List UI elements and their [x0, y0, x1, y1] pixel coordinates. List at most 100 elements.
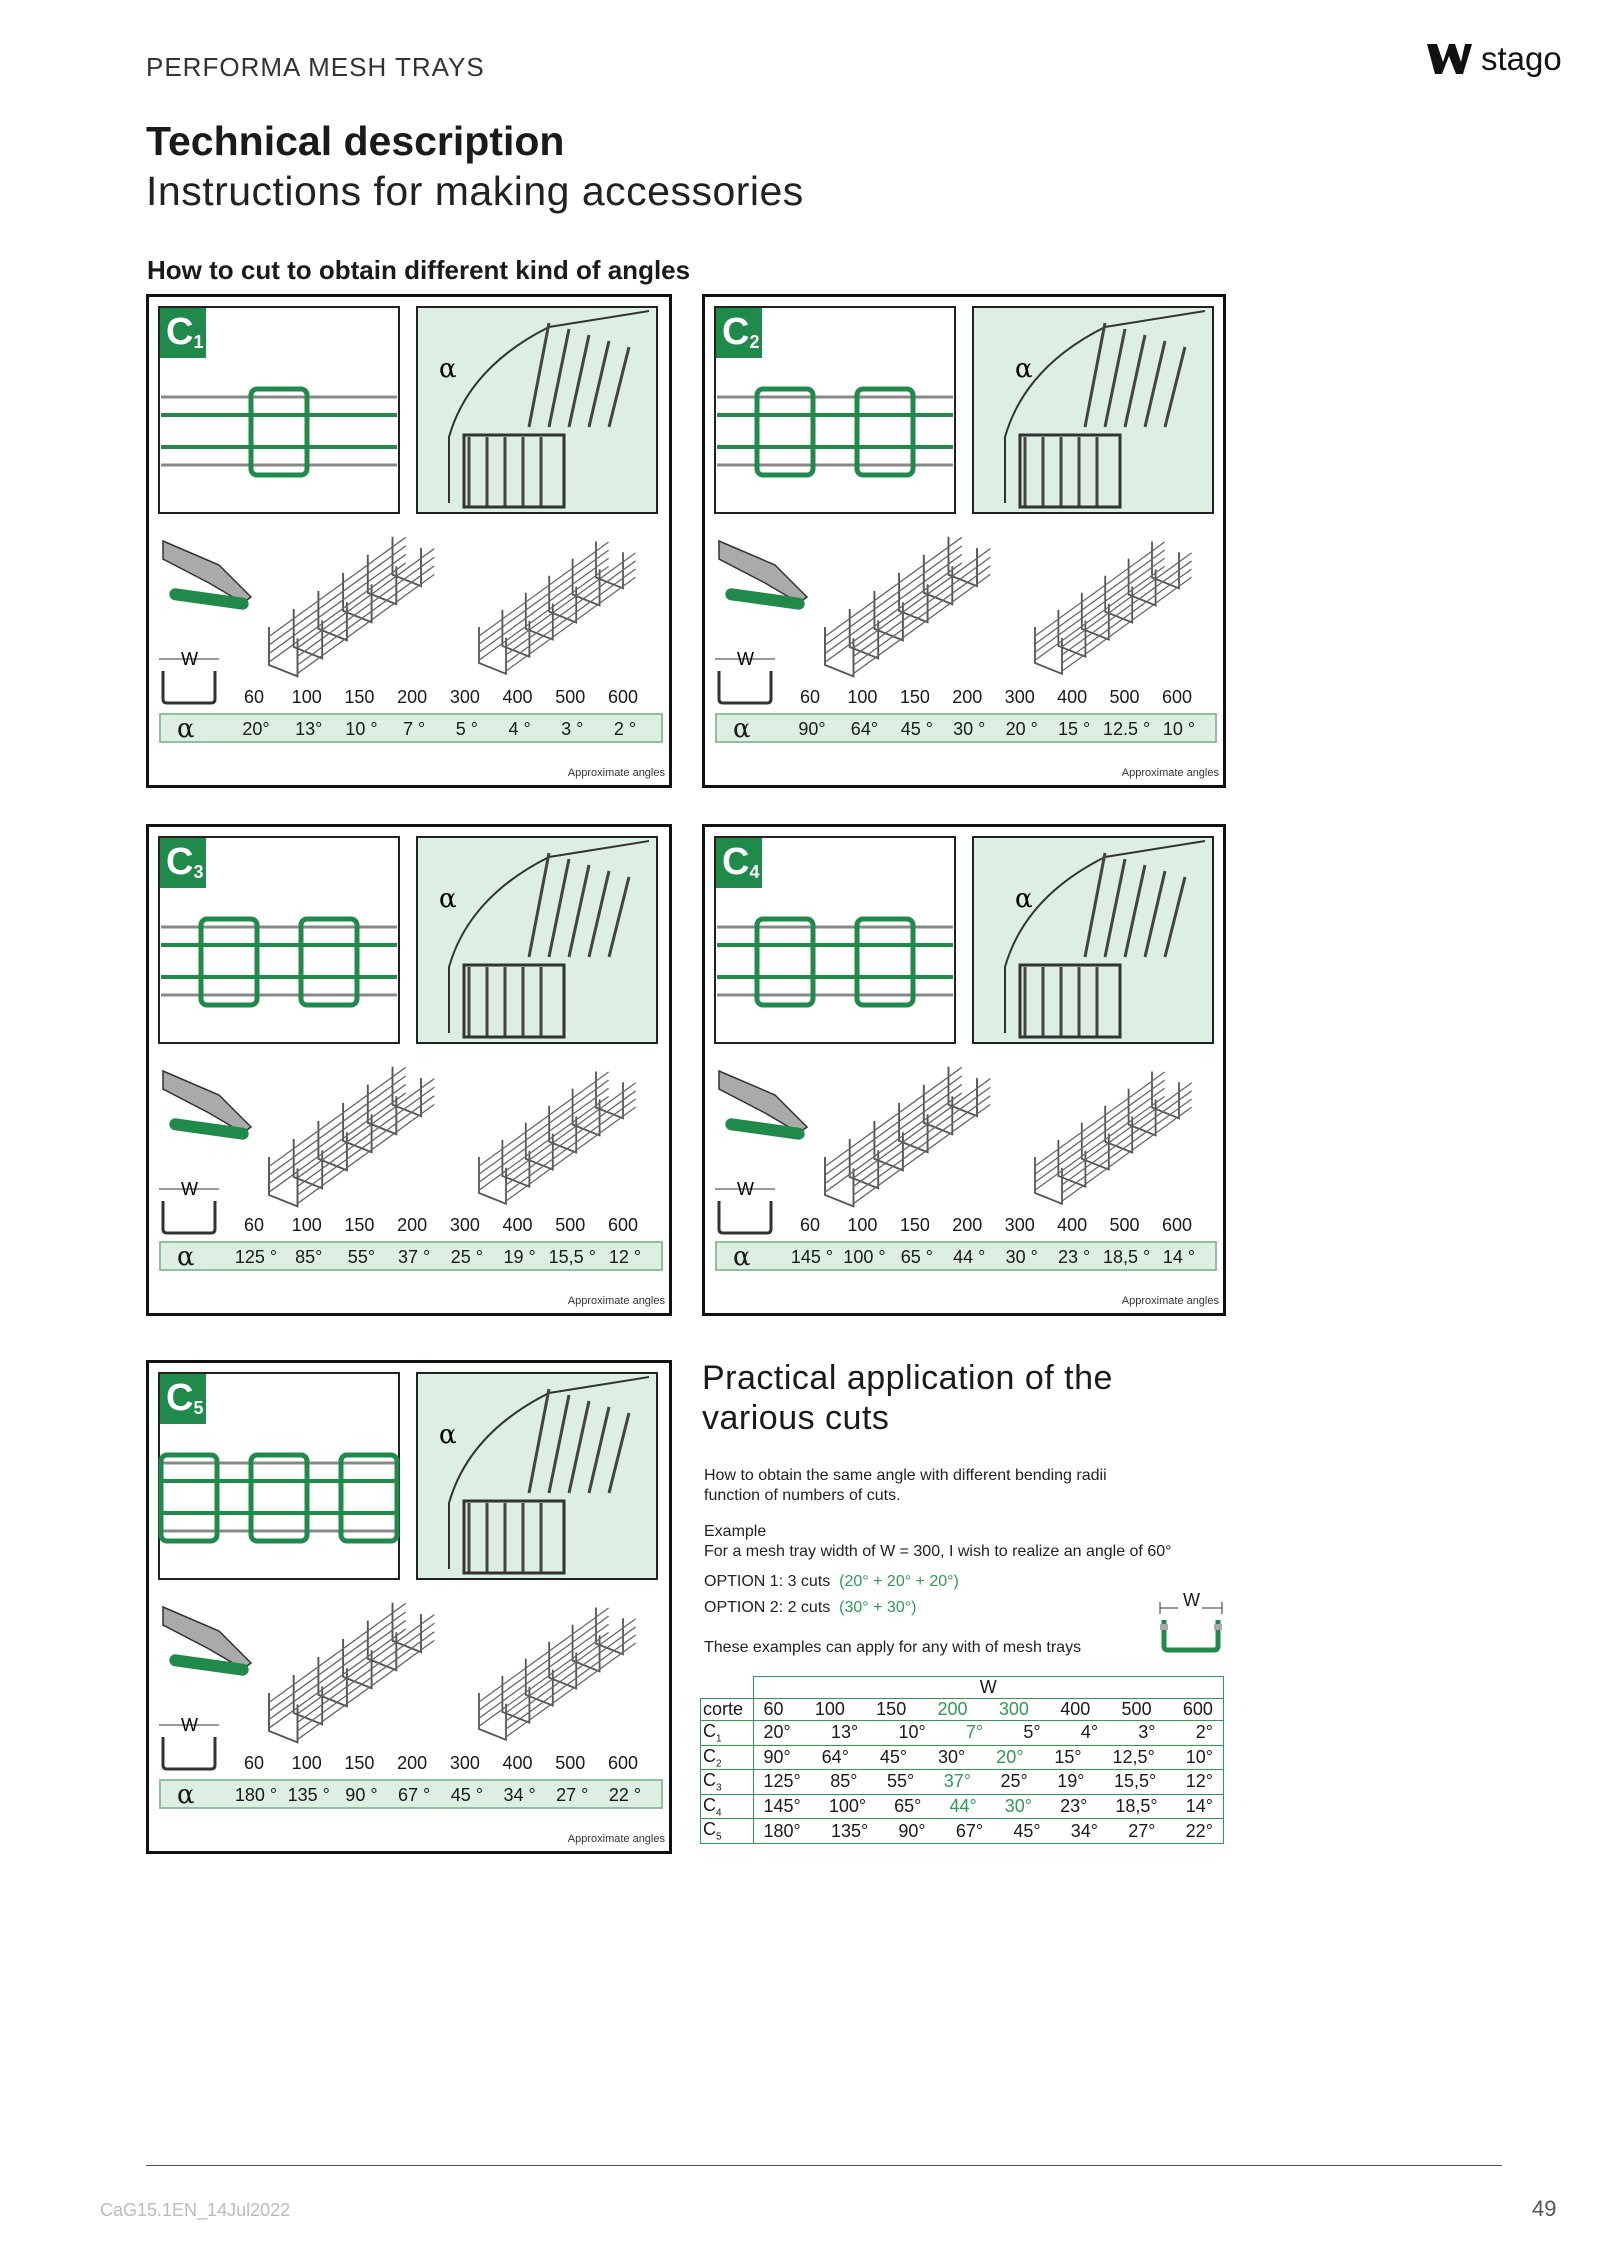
width-value: 150: [899, 687, 930, 707]
table-angle-value: 85°: [830, 1771, 858, 1792]
angle-value: 100 °: [843, 1247, 886, 1267]
table-cut-code: C1: [700, 1720, 754, 1746]
width-value: 100: [291, 1753, 322, 1773]
table-angle-value: 34°: [1070, 1820, 1098, 1841]
badge-letter: C: [722, 841, 750, 883]
practical-title-line2: various cuts: [702, 1399, 890, 1437]
alpha-label: α: [177, 714, 195, 744]
width-value: 200: [397, 687, 428, 707]
table-angle-value: 19°: [1057, 1771, 1085, 1792]
cut-letter: C: [703, 1819, 716, 1840]
angle-value: 37 °: [398, 1247, 431, 1267]
table-angle-value: 22°: [1185, 1820, 1213, 1841]
angle-value: 145 °: [790, 1247, 834, 1267]
table-angle-value: 5°: [1023, 1722, 1041, 1743]
width-value: 600: [607, 1215, 639, 1235]
width-value: 100: [291, 687, 322, 707]
table-angle-value: 15°: [1054, 1746, 1082, 1767]
badge-index: 4: [749, 862, 760, 882]
table-angle-value: 25°: [1000, 1771, 1028, 1792]
cut-marker: [248, 1452, 310, 1544]
width-symbol: W: [1183, 1590, 1200, 1610]
badge-letter: C: [166, 841, 194, 883]
table-angle-value: 44°: [949, 1796, 977, 1817]
badge-letter: C: [166, 311, 194, 353]
width-value: 200: [952, 1215, 983, 1235]
option2-label: OPTION 2: 2 cuts: [704, 1599, 831, 1616]
table-angle-value: 65°: [894, 1796, 922, 1817]
intro-line2: function of numbers of cuts.: [704, 1487, 901, 1504]
table-angle-value: 55°: [887, 1771, 915, 1792]
angle-value: 10 °: [1162, 719, 1196, 739]
cut-marker: [198, 916, 260, 1008]
tray-perspective-left: [268, 536, 435, 678]
cut-marker: [854, 916, 916, 1008]
logo-wordmark: stago: [1481, 40, 1562, 77]
cut-letter: C: [703, 1745, 716, 1766]
example-label: Example: [704, 1523, 767, 1540]
badge-index: 1: [193, 332, 204, 352]
tray-width-icon: W: [1156, 1590, 1226, 1659]
cut-code-badge: C4: [716, 838, 762, 888]
tray-width-icon: W: [715, 1179, 775, 1235]
table-w-header: W: [752, 1676, 1224, 1699]
option2-value: (30° + 30°): [839, 1599, 917, 1616]
angle-value: 20 °: [1005, 719, 1038, 739]
tray-width-icon: W: [159, 1179, 219, 1235]
width-value: 400: [1057, 687, 1088, 707]
width-value: 300: [1004, 1215, 1035, 1235]
width-value: 500: [555, 1753, 586, 1773]
table-width-value: 150: [876, 1699, 907, 1719]
angle-value: 125 °: [234, 1247, 278, 1267]
table-cut-code: C4: [700, 1793, 754, 1820]
badge-index: 3: [193, 862, 204, 882]
tray-section-icon: [1159, 1598, 1223, 1653]
angle-value: 27 °: [556, 1785, 589, 1805]
width-value: 300: [449, 687, 480, 707]
cutter-tool-icon: [718, 1069, 809, 1140]
width-value: 400: [502, 1753, 533, 1773]
practical-intro: How to obtain the same angle with differ…: [704, 1466, 1107, 1506]
table-angle-value: 12,5°: [1112, 1746, 1155, 1767]
table-angle-value: 145°: [763, 1796, 801, 1817]
tray-perspective-right: [1034, 541, 1192, 676]
approximate-note: Approximate angles: [1121, 767, 1219, 779]
angle-value: 12.5 °: [1102, 719, 1151, 739]
width-value: 400: [502, 1215, 533, 1235]
angle-value: 7 °: [403, 719, 426, 739]
practical-example: Example For a mesh tray width of W = 300…: [704, 1522, 1172, 1562]
table-angle-value: 20°: [763, 1722, 791, 1743]
width-value: 300: [1004, 687, 1035, 707]
tray-perspective-right: [478, 1071, 636, 1206]
table-angle-value: 18,5°: [1115, 1796, 1158, 1817]
cut-code-badge: C5: [160, 1374, 206, 1424]
table-angle-value: 45°: [879, 1746, 908, 1767]
example-text: For a mesh tray width of W = 300, I wish…: [704, 1543, 1172, 1560]
cut-marker: [854, 386, 916, 478]
cut-marker: [338, 1452, 400, 1544]
badge-index: 2: [749, 332, 760, 352]
intro-line1: How to obtain the same angle with differ…: [704, 1467, 1107, 1484]
table-angle-value: 3°: [1138, 1722, 1156, 1743]
tray-width-icon: W: [159, 1715, 219, 1771]
cut-marker: [754, 916, 816, 1008]
width-value: 150: [344, 687, 375, 707]
cut-illustration: αW: [158, 306, 658, 705]
approximate-note: Approximate angles: [567, 767, 665, 779]
table-width-value: 60: [763, 1699, 784, 1719]
alpha-symbol: α: [1015, 354, 1033, 384]
angle-value: 67 °: [398, 1785, 431, 1805]
table-cut-code: C5: [700, 1818, 754, 1844]
tray-perspective-left: [268, 1602, 435, 1744]
angle-value: 30 °: [1005, 1247, 1038, 1267]
table-angle-value: 90°: [763, 1746, 791, 1767]
cutter-tool-icon: [162, 539, 253, 610]
cut-index: 2: [716, 1758, 722, 1770]
width-value: 100: [291, 1215, 322, 1235]
footer-rule: [146, 2165, 1502, 2166]
